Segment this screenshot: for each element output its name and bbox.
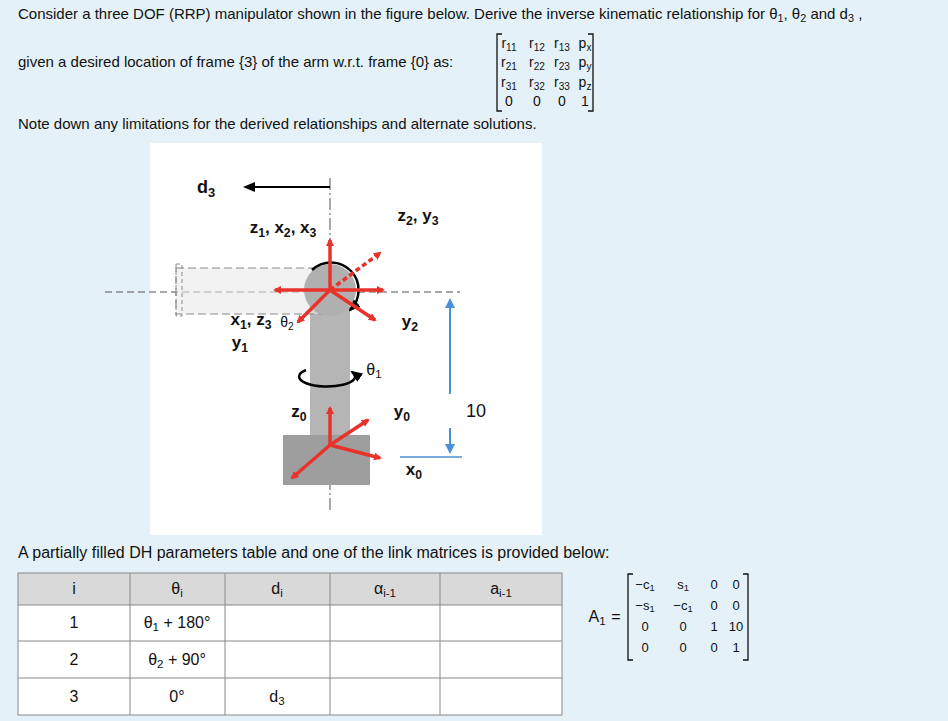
frame-label: y0 — [394, 402, 410, 422]
matrix-entry: 0 — [679, 641, 686, 656]
figure-panel — [150, 143, 542, 535]
matrix-entry: 0 — [732, 599, 739, 614]
table-header: αi-1 — [374, 580, 396, 598]
matrix-entry: 0 — [679, 620, 686, 635]
prismatic-link — [176, 268, 330, 314]
table-cell: θ2 + 90° — [148, 651, 206, 669]
frame-label: x1, z3 — [230, 310, 271, 330]
matrix-entry: 0 — [505, 93, 513, 109]
matrix-entry: −s1 — [635, 599, 654, 614]
matrix-entry: 0 — [641, 641, 648, 656]
frame-label: y2 — [402, 312, 418, 332]
frame-label: z2, y3 — [397, 206, 438, 226]
question-text: given a desired location of frame {3} of… — [18, 53, 453, 70]
matrix-entry: r13 — [554, 35, 570, 51]
matrix-entry: r23 — [554, 54, 570, 70]
table-header: ai-1 — [490, 580, 512, 598]
matrix-entry: r31 — [501, 74, 517, 90]
theta1-arc — [299, 370, 355, 387]
matrix-entry: 0 — [732, 578, 739, 593]
matrix-entry: px — [579, 35, 592, 51]
dimension-value: 10 — [466, 401, 486, 422]
matrix-entry: pz — [579, 74, 592, 90]
matrix-entry: 1 — [710, 620, 717, 635]
matrix-entry: r22 — [529, 54, 545, 70]
matrix-entry: 10 — [729, 620, 743, 635]
question-text: A partially filled DH parameters table a… — [18, 544, 609, 562]
matrix-entry: r32 — [529, 74, 545, 90]
matrix-bracket — [628, 574, 748, 660]
matrix-bracket — [497, 34, 593, 111]
matrix-entry: 0 — [533, 93, 541, 109]
matrix-entry: py — [579, 54, 592, 70]
base — [283, 435, 370, 485]
frame-label: x0 — [406, 460, 422, 480]
link-end — [176, 264, 182, 316]
joint-angle: θ2 — [280, 314, 293, 330]
matrix-entry: 0 — [558, 93, 566, 109]
matrix-entry: 0 — [710, 641, 717, 656]
dh-table — [18, 573, 562, 715]
table-cell: 2 — [70, 651, 79, 669]
matrix-entry: 0 — [641, 620, 648, 635]
equals-sign: = — [611, 608, 620, 626]
matrix-entry: 1 — [581, 93, 589, 109]
matrix-entry: 0 — [710, 578, 717, 593]
frame-label: z0 — [291, 402, 306, 422]
joint-frames — [275, 240, 383, 322]
question-text: Consider a three DOF (RRP) manipulator s… — [18, 5, 862, 22]
matrix-entry: r11 — [501, 35, 516, 51]
table-header: i — [72, 580, 76, 598]
question-text: Note down any limitations for the derive… — [18, 115, 537, 132]
matrix-entry: r21 — [501, 54, 517, 70]
table-cell: 1 — [70, 614, 79, 632]
matrix-entry: 0 — [710, 599, 717, 614]
frame-label: z1, x2, x3 — [250, 218, 317, 238]
d3-arrow — [245, 186, 330, 188]
matrix-entry: r12 — [529, 35, 545, 51]
matrix-entry: s1 — [677, 578, 689, 593]
table-cell: θ1 + 180° — [144, 614, 211, 632]
joint-angle: θ1 — [366, 361, 381, 379]
matrix-entry: 1 — [732, 641, 739, 656]
dimension-label: d3 — [197, 177, 215, 198]
table-header: θi — [171, 580, 182, 598]
matrix-name: A1 — [588, 608, 605, 626]
matrix-entry: r33 — [554, 74, 570, 90]
matrix-entry: −c1 — [635, 578, 654, 593]
frame-label: y1 — [232, 333, 248, 353]
table-cell: 3 — [70, 688, 79, 706]
table-cell: 0° — [169, 688, 184, 706]
table-cell: d3 — [269, 688, 284, 706]
dimension — [400, 300, 462, 457]
base-frame — [292, 408, 380, 478]
matrix-entry: −c1 — [673, 599, 692, 614]
table-header: di — [271, 580, 282, 598]
